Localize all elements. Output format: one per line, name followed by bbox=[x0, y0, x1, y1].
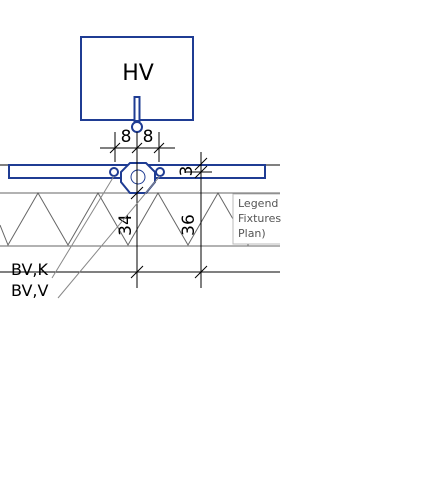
leader-line-k bbox=[51, 175, 115, 279]
tick-left bbox=[109, 142, 121, 154]
tooltip-frame bbox=[232, 193, 284, 245]
tick-outer-top bbox=[194, 157, 208, 171]
valve-core bbox=[130, 169, 146, 185]
legend-tooltip: Legend Fixtures Plan) bbox=[232, 190, 427, 250]
tick-center bbox=[131, 142, 143, 154]
tick-inner-bottom bbox=[130, 265, 144, 279]
pipe-label-v: BV,V bbox=[11, 281, 49, 300]
hv-unit[interactable]: HV bbox=[80, 36, 194, 133]
dim-left-offset: 8 bbox=[121, 127, 132, 147]
dim-right-offset: 8 bbox=[143, 127, 154, 147]
hv-connector-stem bbox=[133, 96, 141, 122]
tick-inner-top bbox=[130, 186, 144, 200]
tick-outer-bottom bbox=[194, 265, 208, 279]
hv-label: HV bbox=[122, 61, 154, 86]
leader-lines bbox=[51, 175, 161, 299]
right-fitting bbox=[155, 167, 165, 177]
tooltip-line-1: Legend bbox=[238, 197, 278, 210]
tooltip-line-2: Fixtures bbox=[238, 212, 281, 225]
dim-top-offset: 3 bbox=[177, 166, 197, 177]
tooltip-line-3: Plan) bbox=[238, 227, 266, 240]
pipe-label-k: BV,K bbox=[11, 260, 49, 279]
hatch-zigzag bbox=[0, 191, 279, 247]
horizontal-dimension bbox=[100, 132, 175, 200]
tick-outer-mid bbox=[194, 165, 208, 179]
dim-outer-height: 36 bbox=[179, 214, 199, 236]
tooltip-clip bbox=[280, 190, 427, 250]
left-fitting bbox=[109, 167, 119, 177]
hv-connector-node bbox=[131, 121, 143, 133]
dim-inner-height: 34 bbox=[116, 214, 136, 236]
vertical-dimensions bbox=[130, 152, 212, 288]
leader-line-v bbox=[57, 175, 161, 299]
tick-right bbox=[153, 142, 165, 154]
